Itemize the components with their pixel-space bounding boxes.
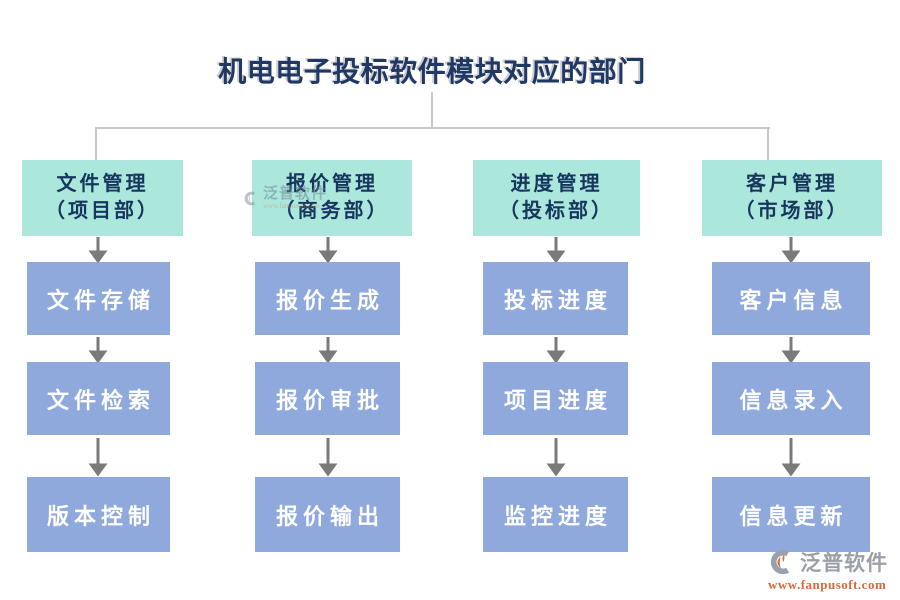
module-box-quote-approve: 报价审批 <box>255 362 400 435</box>
module-name: 客户管理 <box>746 173 838 195</box>
module-box-quote-generate: 报价生成 <box>255 262 400 335</box>
tree-connector <box>95 92 770 161</box>
page-title: 机电电子投标软件模块对应的部门 <box>218 57 646 88</box>
dept-name: （投标部） <box>499 200 614 222</box>
dept-name: （项目部） <box>45 200 160 222</box>
module-box-info-update: 信息更新 <box>712 477 870 552</box>
dept-header-progress-management: 进度管理 （投标部） <box>473 160 640 236</box>
module-box-info-entry: 信息录入 <box>712 362 870 435</box>
module-name: 报价管理 <box>286 173 378 195</box>
dept-header-customer-management: 客户管理 （市场部） <box>702 160 882 236</box>
module-box-monitor-progress: 监控进度 <box>483 477 628 552</box>
module-name: 进度管理 <box>510 173 603 195</box>
module-name: 文件管理 <box>56 173 149 195</box>
module-box-file-storage: 文件存储 <box>27 262 170 335</box>
fanpu-brand: 泛普软件 www.fanpusoft.com <box>768 547 898 593</box>
brand-name: 泛普软件 <box>800 551 888 575</box>
brand-website: www.fanpusoft.com <box>768 577 887 592</box>
dept-header-quote-management: 报价管理 （商务部） <box>252 160 412 236</box>
module-box-bid-progress: 投标进度 <box>483 262 628 335</box>
dept-header-file-management: 文件管理 （项目部） <box>22 160 183 236</box>
dept-name: （市场部） <box>734 200 850 222</box>
module-box-quote-output: 报价输出 <box>255 477 400 552</box>
module-box-file-search: 文件检索 <box>27 362 170 435</box>
fanpu-logo-icon <box>770 549 790 575</box>
dept-name: （商务部） <box>274 200 390 222</box>
module-box-version-ctrl: 版本控制 <box>27 477 170 552</box>
module-box-project-progress: 项目进度 <box>483 362 628 435</box>
module-box-customer-info: 客户信息 <box>712 262 870 335</box>
